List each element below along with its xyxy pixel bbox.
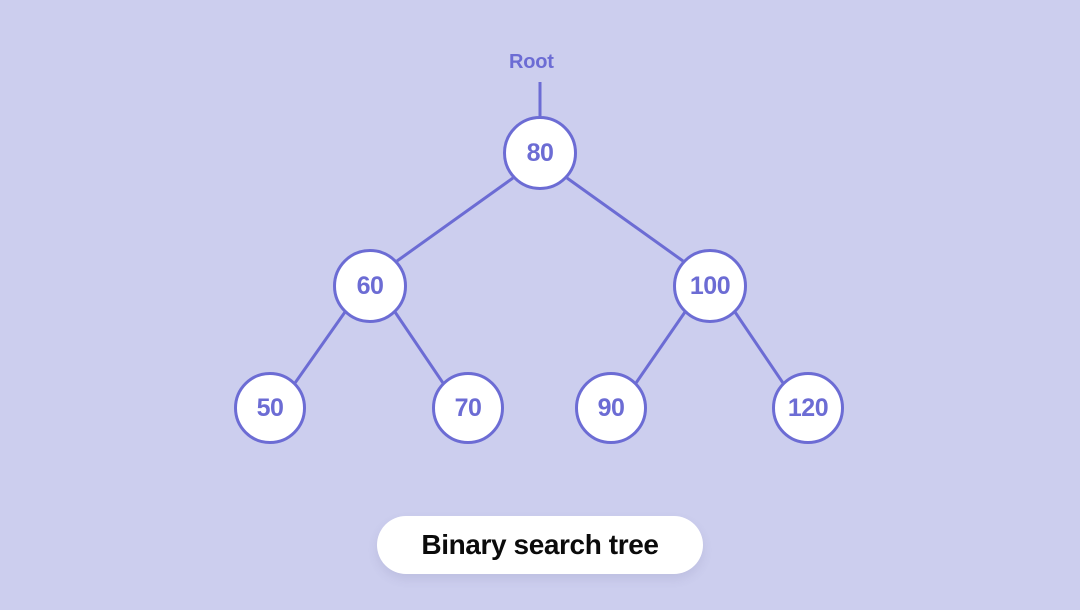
tree-edge-n100-to-n90 <box>634 311 687 384</box>
tree-node-50[interactable]: 50 <box>234 372 306 444</box>
tree-edge-n100-to-n120 <box>733 311 785 384</box>
tree-node-70[interactable]: 70 <box>432 372 504 444</box>
tree-node-label: 90 <box>597 393 625 422</box>
tree-node-label: 70 <box>454 393 482 422</box>
tree-edge-n60-to-n50 <box>293 311 347 384</box>
caption-label: Binary search tree <box>421 529 659 560</box>
tree-edge-n80-to-n60 <box>396 176 514 263</box>
tree-node-100[interactable]: 100 <box>673 249 747 323</box>
tree-node-120[interactable]: 120 <box>772 372 844 444</box>
tree-node-label: 120 <box>787 393 829 422</box>
tree-node-label: 60 <box>356 271 384 300</box>
tree-node-80[interactable]: 80 <box>503 116 577 190</box>
tree-node-60[interactable]: 60 <box>333 249 407 323</box>
tree-node-label: 100 <box>689 271 731 300</box>
tree-edge-n80-to-n100 <box>566 176 684 263</box>
tree-node-label: 80 <box>526 138 554 167</box>
tree-edge-n60-to-n70 <box>393 311 445 384</box>
tree-node-label: 50 <box>256 393 284 422</box>
caption-pill: Binary search tree <box>377 516 703 574</box>
tree-node-90[interactable]: 90 <box>575 372 647 444</box>
root-label: Root <box>509 51 554 73</box>
